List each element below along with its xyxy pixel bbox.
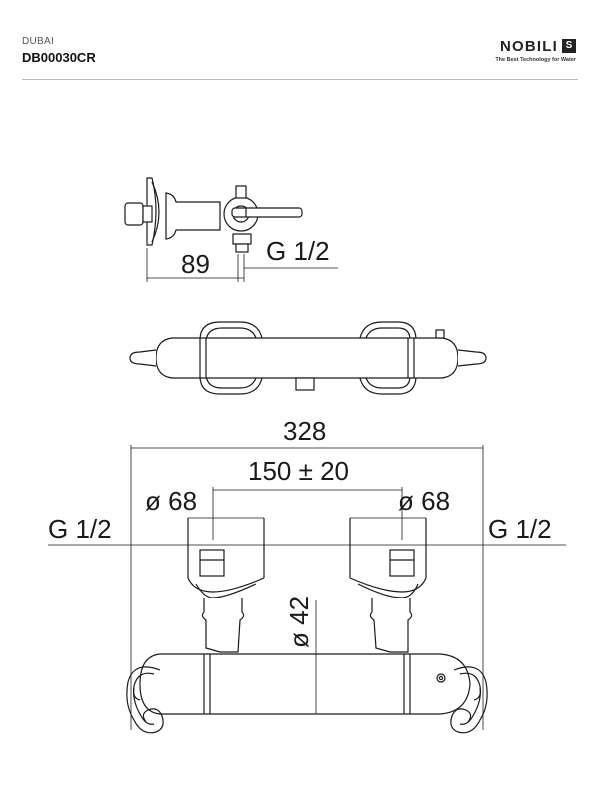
left-inlet-label: G 1/2 bbox=[48, 514, 112, 544]
product-code: DB00030CR bbox=[22, 50, 96, 65]
body-diameter-label: ø 42 bbox=[284, 596, 314, 648]
brand-logo: NOBILI S The Best Technology for Water bbox=[458, 38, 578, 68]
center-distance-label: 150 ± 20 bbox=[248, 456, 349, 486]
header-divider bbox=[22, 79, 578, 80]
product-series: DUBAI bbox=[22, 36, 55, 47]
side-view bbox=[124, 177, 338, 282]
top-view bbox=[129, 321, 487, 395]
brand-name: NOBILI bbox=[499, 38, 558, 55]
side-inlet-label: G 1/2 bbox=[266, 236, 330, 266]
front-view bbox=[48, 445, 566, 734]
right-inlet-label: G 1/2 bbox=[488, 514, 552, 544]
page-header: DUBAI DB00030CR NOBILI S The Best Techno… bbox=[0, 0, 600, 80]
right-flange-diameter-label: ø 68 bbox=[398, 486, 450, 516]
brand-tagline: The Best Technology for Water bbox=[495, 57, 576, 63]
side-depth-label: 89 bbox=[181, 249, 210, 279]
brand-mark-icon: S bbox=[562, 39, 576, 53]
overall-width-label: 328 bbox=[283, 416, 326, 446]
left-flange-diameter-label: ø 68 bbox=[145, 486, 197, 516]
